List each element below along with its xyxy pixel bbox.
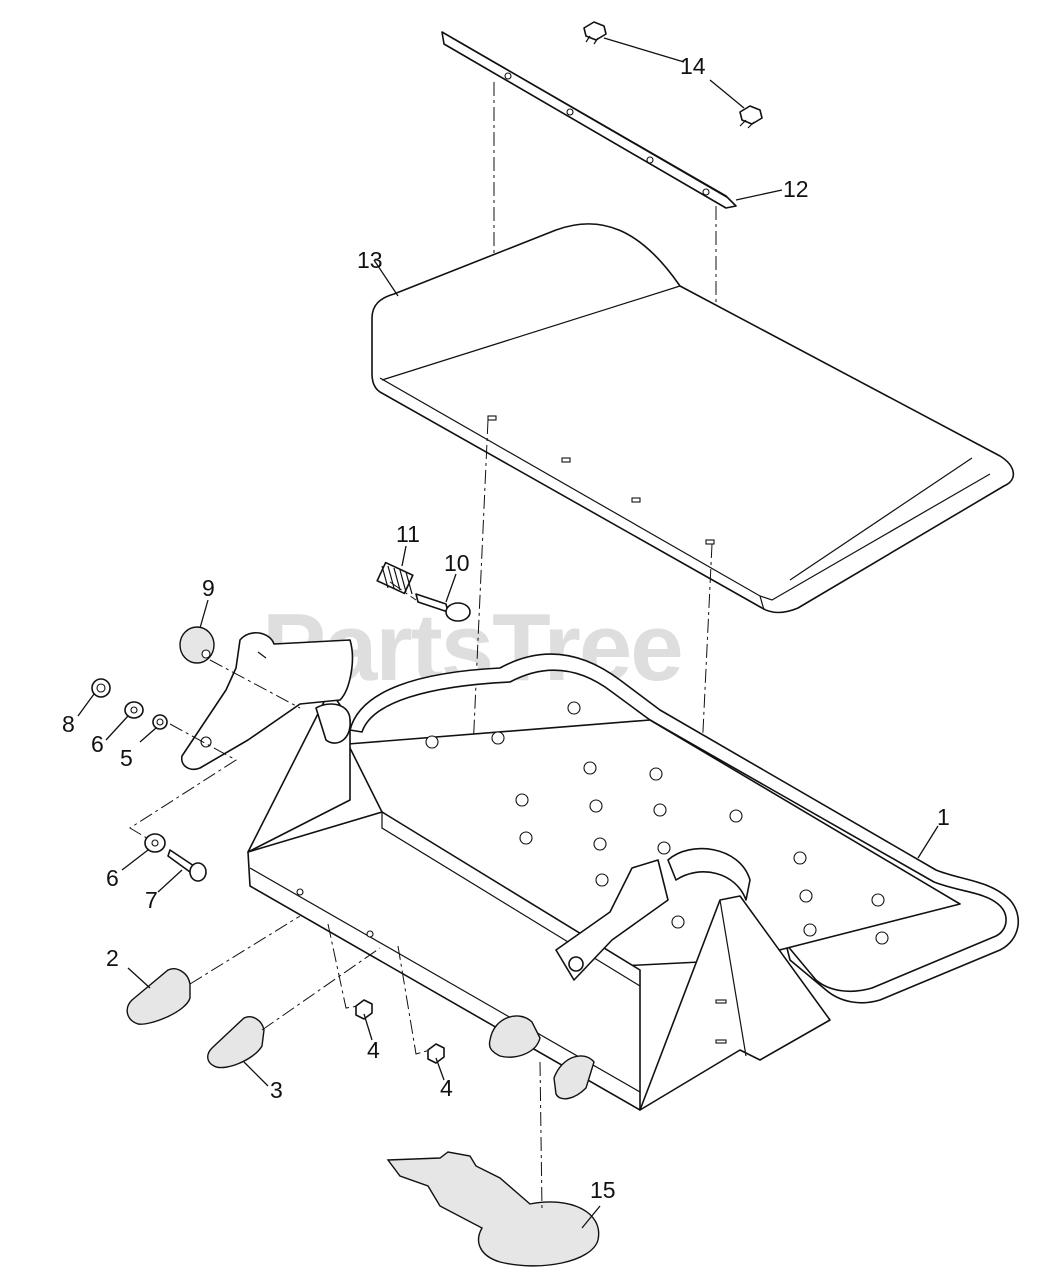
callout-15: 15 [590,1177,616,1203]
callout-1: 1 [937,804,950,830]
callout-14: 14 [680,53,706,79]
part-11-spring[interactable] [376,561,414,595]
part-13-floor-pan[interactable] [371,223,1015,614]
callout-5: 5 [120,745,133,771]
callout-2: 2 [106,945,119,971]
part-2-bumper[interactable] [126,968,191,1025]
part-14-bolt-upper[interactable] [583,21,607,45]
part-4-nut-right[interactable] [427,1043,445,1064]
part-6-washer-upper[interactable] [124,701,144,719]
callout-11: 11 [396,521,420,547]
part-15-decal[interactable] [386,1151,600,1267]
bumper-front-right[interactable] [553,1055,595,1100]
callout-9: 9 [202,575,215,601]
callout-6a: 6 [91,731,104,757]
part-10-pin[interactable] [415,593,471,622]
callout-10: 10 [444,550,470,576]
part-4-nut-left[interactable] [355,999,373,1020]
part-8-nut[interactable] [91,678,111,698]
part-7-clevis-pin[interactable] [167,849,207,882]
callout-13: 13 [357,247,383,273]
part-9-knob[interactable] [179,626,215,664]
part-6-washer-lower[interactable] [144,833,166,853]
callout-8: 8 [62,711,75,737]
callout-6b: 6 [106,865,119,891]
callout-3: 3 [270,1077,283,1103]
part-12-bracket[interactable] [441,31,737,209]
callout-4b: 4 [440,1075,453,1101]
part-14-bolt-lower[interactable] [739,105,763,129]
callout-4a: 4 [367,1037,380,1063]
bumper-front-left[interactable] [488,1015,541,1058]
callout-7: 7 [145,887,158,913]
callout-12: 12 [783,176,809,202]
part-5-spacer[interactable] [152,714,168,730]
part-1-frame[interactable] [247,653,1019,1111]
part-3-bumper[interactable] [207,1016,265,1069]
